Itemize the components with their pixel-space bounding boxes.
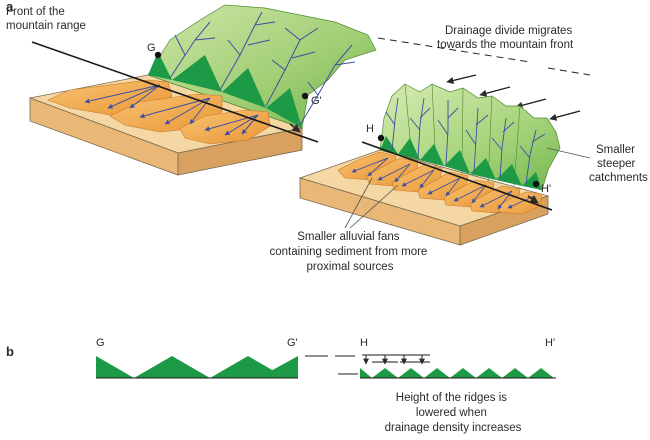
left-ridge-facet	[222, 68, 266, 108]
right-ridge-facet	[420, 144, 444, 166]
catchments-leader	[546, 147, 591, 159]
migration-arrow	[549, 110, 581, 121]
small-ridge	[372, 368, 398, 378]
left-mountain-body	[147, 4, 377, 129]
left-drainage-network	[169, 11, 356, 126]
migration-arrows	[446, 74, 581, 121]
right-fans	[337, 151, 543, 215]
left-fans	[47, 79, 271, 145]
panel-b-caption: Height of the ridges is lowered when dra…	[385, 392, 522, 434]
left-ridge-facet	[172, 55, 222, 92]
panel-b-letter: b	[6, 344, 14, 359]
divide-dashed-line	[377, 37, 531, 63]
migration-arrow	[479, 86, 511, 97]
large-ridge	[210, 356, 286, 378]
profile-h-label: H	[360, 337, 368, 349]
migration-arrow	[446, 74, 477, 84]
small-ridge	[476, 368, 502, 378]
right-ridge-facet	[444, 150, 470, 174]
left-fault-arrow	[289, 123, 301, 133]
lowering-indicators	[362, 354, 430, 365]
large-ridge	[96, 356, 134, 378]
right-ridge-facet	[496, 164, 522, 186]
point-h-prime-marker	[532, 180, 540, 188]
profile-h-prime-label: H'	[545, 337, 555, 349]
divide-label: Drainage divide migrates towards the mou…	[437, 25, 575, 51]
point-g-label: G	[147, 42, 156, 54]
profile-g-prime-label: G'	[287, 337, 298, 349]
fans-label: Smaller alluvial fans containing sedimen…	[269, 231, 430, 273]
left-front-line	[31, 41, 319, 143]
right-ridge-facet	[470, 158, 496, 180]
left-fan	[179, 109, 271, 145]
small-ridge	[398, 368, 424, 378]
point-g-prime-marker	[301, 92, 309, 100]
small-ridge	[450, 368, 476, 378]
migration-arrow	[515, 98, 547, 109]
small-ridge	[360, 368, 372, 378]
front-label: Front of the mountain range	[6, 6, 86, 32]
right-front-line	[361, 141, 553, 211]
profile-h-h-prime	[360, 368, 556, 379]
right-fault-arrow	[527, 195, 539, 204]
small-ridge	[424, 368, 450, 378]
right-drainage-network	[385, 97, 546, 185]
right-ridge-facet	[398, 138, 420, 160]
left-ridge-facet	[266, 88, 302, 128]
left-ridge-facet	[148, 52, 172, 80]
left-mountain	[147, 4, 377, 129]
left-block-side	[177, 127, 303, 176]
point-g-prime-label: G'	[311, 95, 322, 107]
large-ridge	[258, 356, 298, 378]
profile-g-label: G	[96, 337, 105, 349]
point-h-prime-label: H'	[541, 183, 551, 195]
catchments-label: Smaller steeper catchments	[589, 144, 648, 184]
panel-a-letter: a	[6, 0, 14, 14]
point-g-marker	[154, 51, 162, 59]
small-ridge	[502, 368, 528, 378]
point-h-label: H	[366, 123, 374, 135]
large-ridge	[134, 356, 210, 378]
fans-leaders	[344, 177, 399, 229]
point-h-marker	[377, 134, 385, 142]
divide-dashed-line	[547, 67, 591, 76]
profile-g-g-prime	[96, 356, 298, 379]
small-ridge	[528, 368, 554, 378]
